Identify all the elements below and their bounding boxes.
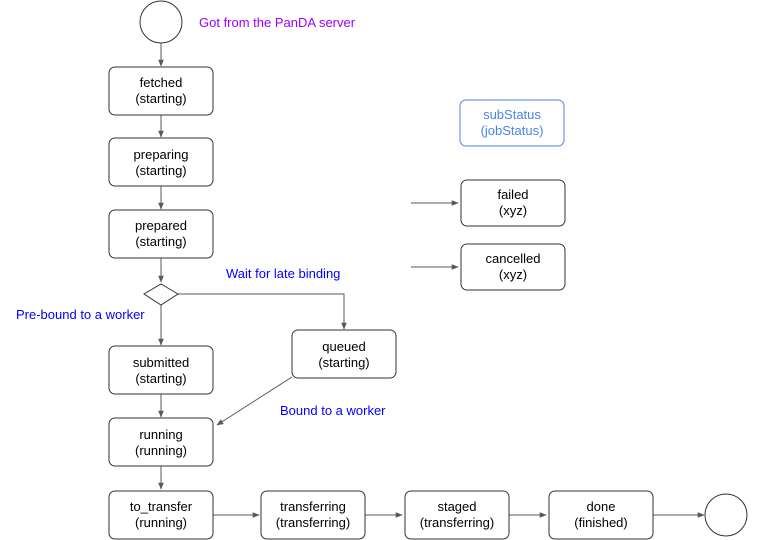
- state-done-status: (finished): [574, 515, 627, 530]
- edges: [158, 43, 705, 518]
- legend-jobstatus: (jobStatus): [481, 123, 544, 138]
- state-staged: staged (transferring): [404, 490, 510, 540]
- state-to-transfer-name: to_transfer: [130, 499, 193, 514]
- state-queued: queued (starting): [291, 329, 397, 379]
- state-failed-name: failed: [497, 187, 528, 202]
- state-staged-name: staged: [437, 499, 476, 514]
- state-preparing-status: (starting): [135, 163, 186, 178]
- state-to-transfer: to_transfer (running): [108, 490, 214, 540]
- note-bound-to-worker: Bound to a worker: [280, 403, 386, 418]
- state-preparing-name: preparing: [134, 147, 189, 162]
- state-submitted: submitted (starting): [108, 345, 214, 395]
- state-transferring-name: transferring: [280, 499, 346, 514]
- state-queued-name: queued: [322, 339, 365, 354]
- state-done: done (finished): [548, 490, 654, 540]
- state-fetched-status: (starting): [135, 91, 186, 106]
- legend-substatus: subStatus: [483, 107, 541, 122]
- state-fetched: fetched (starting): [108, 66, 214, 116]
- late-binding-decision: [143, 283, 179, 306]
- note-pre-bound: Pre-bound to a worker: [16, 307, 145, 322]
- state-failed: failed (xyz): [460, 179, 566, 227]
- state-cancelled-name: cancelled: [486, 251, 541, 266]
- edge-queued-to-running: [216, 376, 293, 426]
- note-panda-server: Got from the PanDA server: [199, 15, 356, 30]
- state-running-status: (running): [135, 443, 187, 458]
- state-submitted-name: submitted: [133, 355, 189, 370]
- state-prepared-name: prepared: [135, 218, 187, 233]
- state-queued-status: (starting): [318, 355, 369, 370]
- state-transferring: transferring (transferring): [260, 490, 366, 540]
- end-node: [704, 493, 748, 537]
- start-node: [139, 0, 183, 44]
- state-submitted-status: (starting): [135, 371, 186, 386]
- state-running: running (running): [108, 417, 214, 467]
- edge-decision-to-queued: [178, 293, 347, 330]
- state-cancelled-status: (xyz): [499, 267, 527, 282]
- state-cancelled: cancelled (xyz): [460, 243, 566, 291]
- legend: subStatus (jobStatus): [459, 99, 565, 147]
- state-running-name: running: [139, 427, 182, 442]
- state-transferring-status: (transferring): [276, 515, 350, 530]
- note-late-binding: Wait for late binding: [226, 266, 340, 281]
- state-prepared: prepared (starting): [108, 209, 214, 259]
- state-failed-status: (xyz): [499, 203, 527, 218]
- state-done-name: done: [587, 499, 616, 514]
- state-to-transfer-status: (running): [135, 515, 187, 530]
- state-fetched-name: fetched: [140, 75, 183, 90]
- state-prepared-status: (starting): [135, 234, 186, 249]
- state-preparing: preparing (starting): [108, 137, 214, 187]
- state-staged-status: (transferring): [420, 515, 494, 530]
